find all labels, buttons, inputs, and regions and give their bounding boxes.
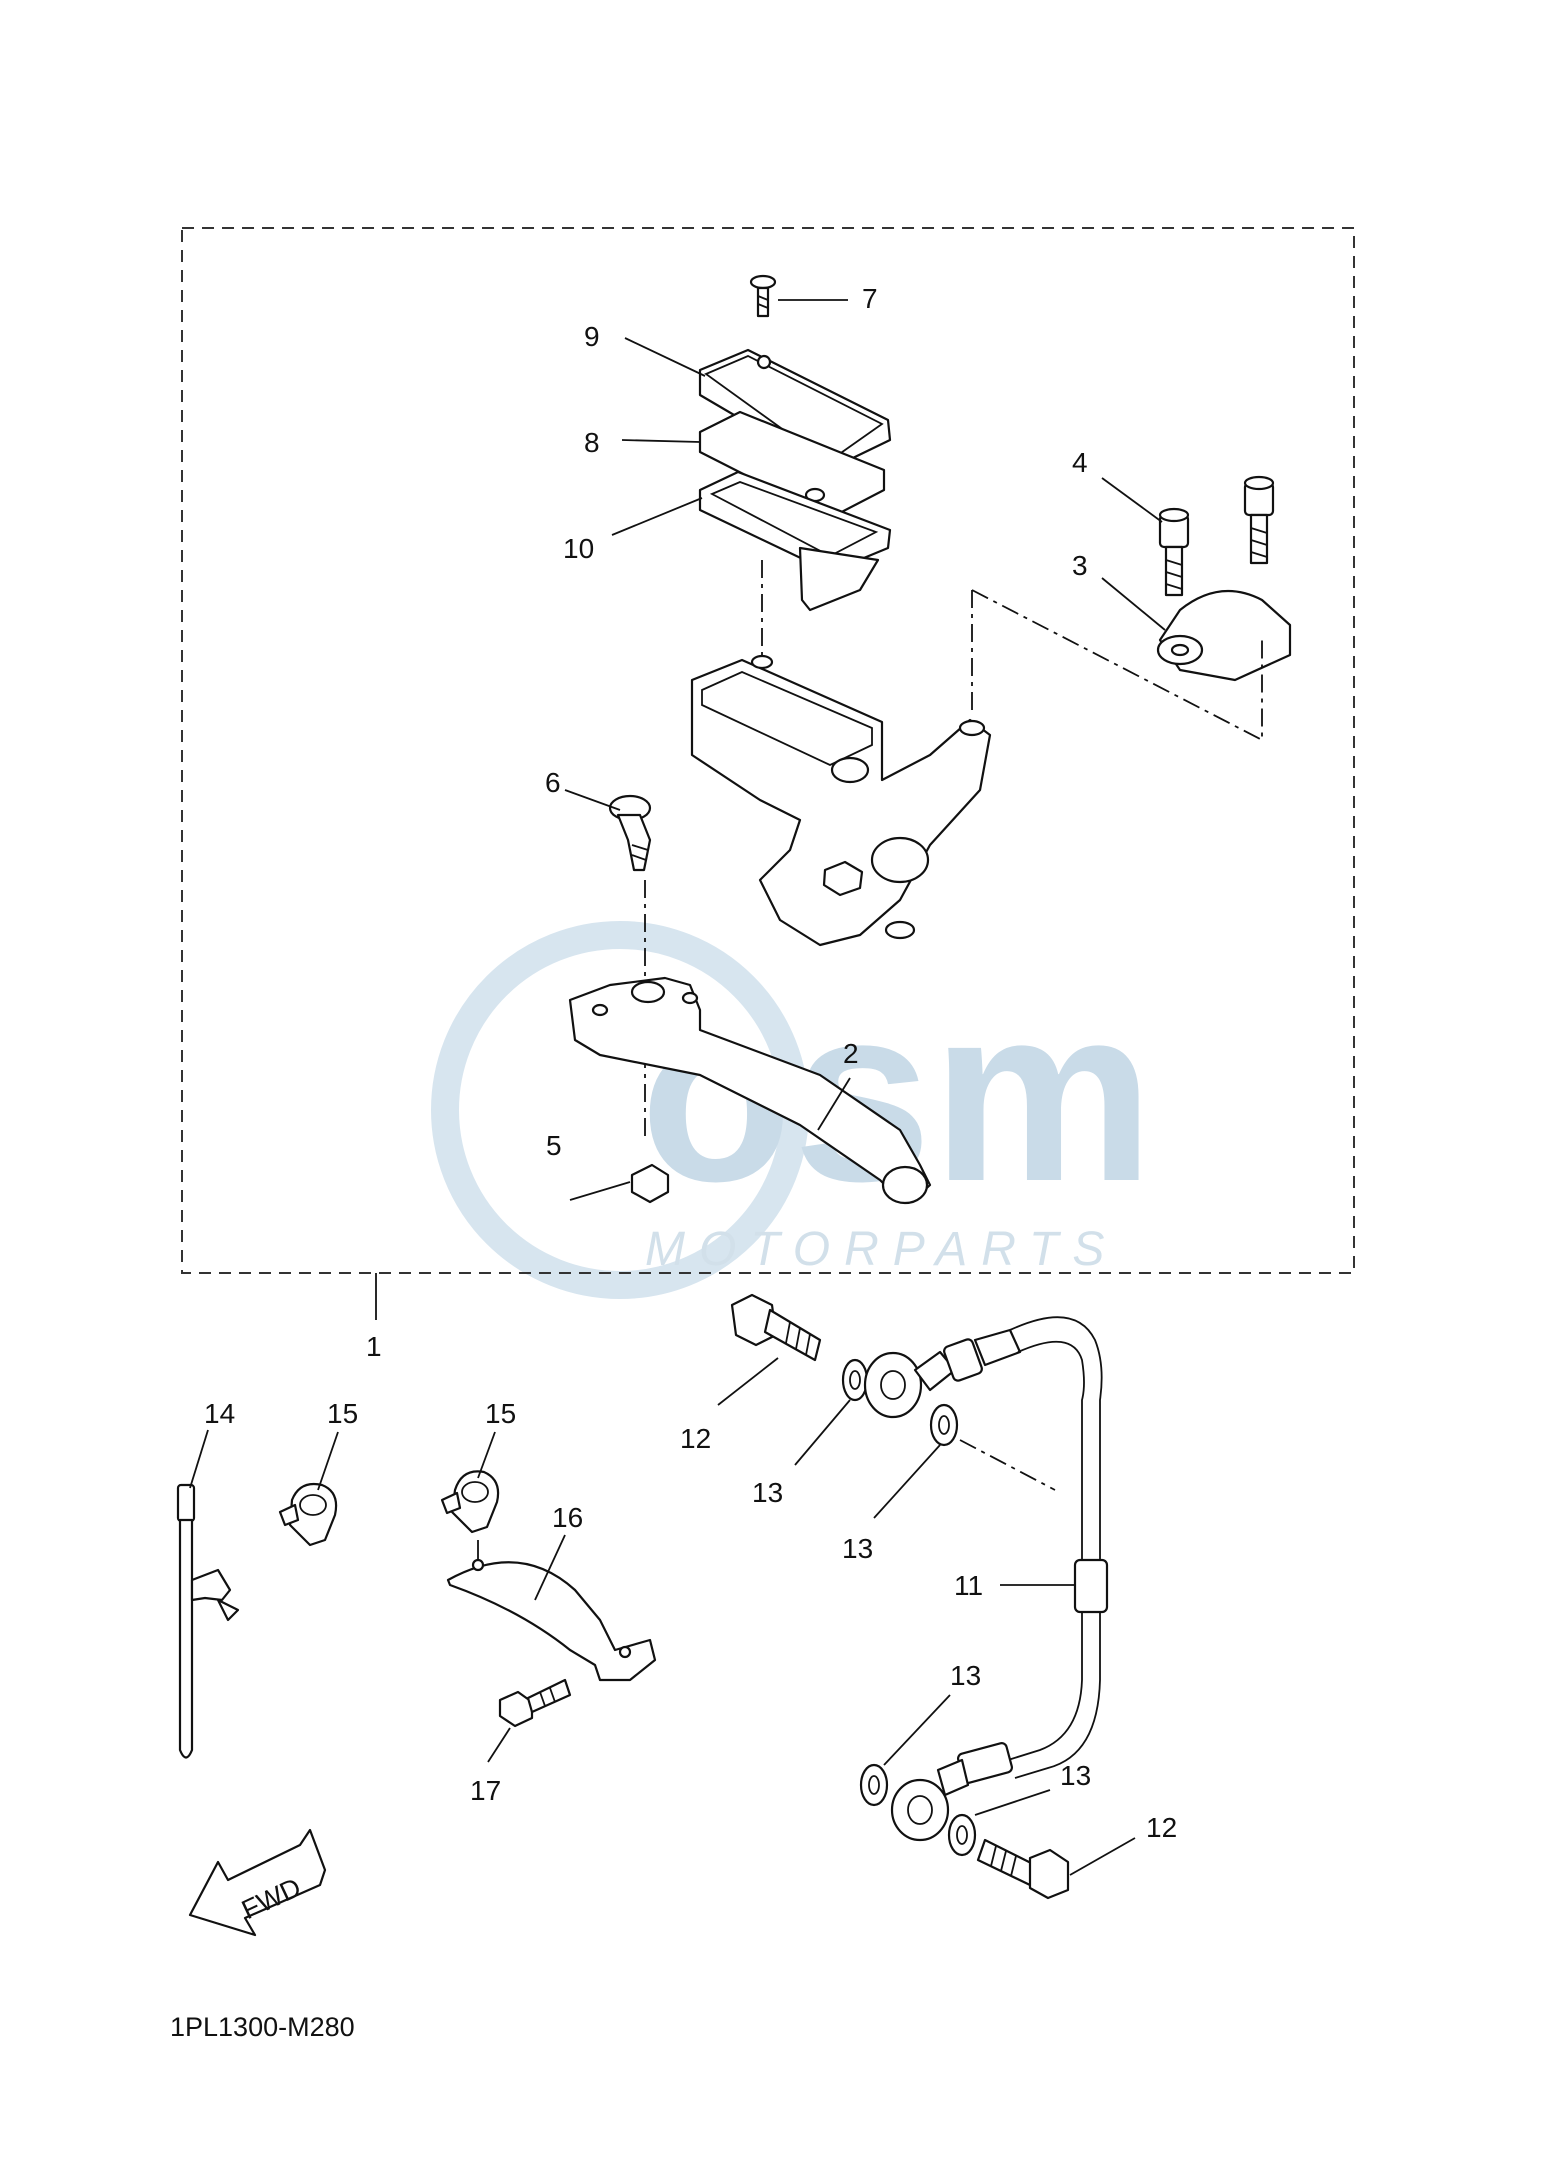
callout-9: 9 bbox=[584, 321, 600, 352]
callout-4: 4 bbox=[1072, 447, 1088, 478]
callout-11: 11 bbox=[954, 1570, 983, 1601]
master-cylinder-body bbox=[690, 654, 992, 947]
callout-7: 7 bbox=[862, 283, 878, 314]
callout-5: 5 bbox=[546, 1130, 562, 1161]
callout-labels: 1 2 3 4 5 6 7 8 9 10 11 12 12 13 13 13 1… bbox=[204, 283, 1177, 1843]
banjo-bolt-12-bottom bbox=[976, 1838, 1070, 1900]
callout-17: 17 bbox=[470, 1775, 501, 1806]
callout-6: 6 bbox=[545, 767, 561, 798]
washer-13-a bbox=[841, 1358, 869, 1402]
washer-13-d bbox=[947, 1813, 977, 1857]
pivot-bolt-6 bbox=[608, 794, 652, 872]
assembly-line bbox=[959, 1439, 1056, 1491]
callout-10: 10 bbox=[563, 533, 594, 564]
bolt-4-right bbox=[1243, 475, 1275, 565]
callout-8: 8 bbox=[584, 427, 600, 458]
diagram-code: 1PL1300-M280 bbox=[170, 2012, 355, 2042]
callout-3: 3 bbox=[1072, 550, 1088, 581]
washer-13-c bbox=[859, 1763, 889, 1807]
callout-12b: 12 bbox=[1146, 1812, 1177, 1843]
callout-15b: 15 bbox=[485, 1398, 516, 1429]
callout-13d: 13 bbox=[1060, 1760, 1091, 1791]
washer-13-b bbox=[929, 1403, 959, 1447]
callout-15a: 15 bbox=[327, 1398, 358, 1429]
callout-13c: 13 bbox=[950, 1660, 981, 1691]
assembly-line bbox=[971, 589, 1263, 742]
callout-2: 2 bbox=[843, 1038, 859, 1069]
assembly-frame bbox=[181, 227, 1355, 1274]
callout-14: 14 bbox=[204, 1398, 235, 1429]
screw-7 bbox=[749, 274, 777, 318]
bracket-16 bbox=[446, 1540, 657, 1682]
callout-1: 1 bbox=[366, 1331, 382, 1362]
callout-16: 16 bbox=[552, 1502, 583, 1533]
callout-12a: 12 bbox=[680, 1423, 711, 1454]
clip-15-right bbox=[440, 1470, 500, 1534]
fwd-arrow-icon: FWD bbox=[188, 1828, 327, 1937]
cable-tie-14 bbox=[176, 1483, 240, 1759]
banjo-bolt-12-top bbox=[730, 1293, 822, 1362]
reservoir-cap-9 bbox=[698, 348, 892, 472]
watermark-subtitle: MOTORPARTS bbox=[645, 1223, 1118, 1276]
bolt-4-left bbox=[1158, 507, 1190, 597]
nut-5 bbox=[630, 1163, 670, 1204]
brake-lever-2 bbox=[568, 976, 932, 1205]
clamp-3 bbox=[1156, 589, 1292, 682]
bolt-17 bbox=[498, 1678, 572, 1728]
callout-13a: 13 bbox=[752, 1477, 783, 1508]
callout-13b: 13 bbox=[842, 1533, 873, 1564]
brake-hose-11 bbox=[863, 1316, 1109, 1842]
clip-15-left bbox=[278, 1482, 338, 1547]
diaphragm-10 bbox=[698, 470, 892, 612]
